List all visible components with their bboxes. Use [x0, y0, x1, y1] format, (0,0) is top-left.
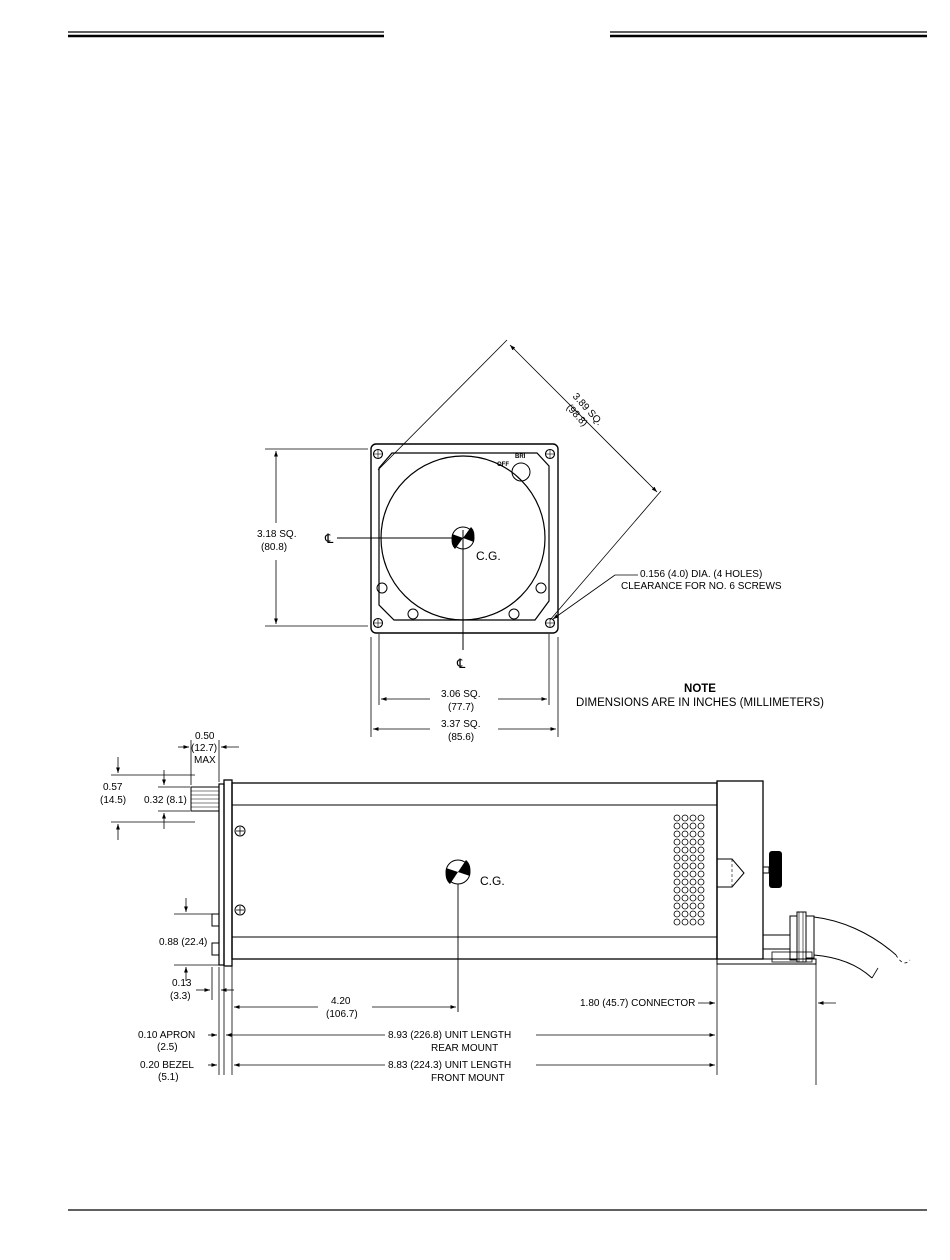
rear-length-1: 8.93 (226.8) UNIT LENGTH [388, 1030, 511, 1041]
cg-label-front: C.G. [476, 549, 501, 563]
inner-width-top: 3.06 SQ. [441, 689, 480, 700]
rear-connector-housing [716, 780, 764, 960]
vent-holes [673, 814, 705, 926]
note-text: DIMENSIONS ARE IN INCHES (MILLIMETERS) [576, 697, 824, 709]
outer-width-top: 3.37 SQ. [441, 719, 480, 730]
knob-outer-1: 0.57 [103, 782, 123, 793]
header-rules [68, 31, 927, 38]
bezel-1: 0.20 BEZEL [140, 1060, 194, 1071]
front-view: OFF BRI ℄ ℄ C.G. [324, 443, 559, 671]
side-view-dimensions: 0.50 (12.7) MAX 0.57 (14.5) 0.32 (8.1) 0… [100, 731, 836, 1085]
knob-dia: 0.32 (8.1) [144, 795, 187, 806]
apron-1: 0.10 APRON [138, 1030, 195, 1041]
cg-label-side: C.G. [480, 874, 505, 888]
bezel-thk-2: (3.3) [170, 991, 191, 1002]
dial-screws [376, 582, 547, 620]
centerline-symbol-h: ℄ [324, 531, 334, 546]
inner-width-bottom: (77.7) [448, 702, 474, 713]
knob-bri-label: BRI [515, 454, 526, 460]
knob-shaft [190, 786, 220, 812]
side-screws [234, 825, 246, 916]
note-title: NOTE [684, 683, 716, 695]
brightness-knob [511, 462, 531, 482]
side-view: C.G. [190, 779, 911, 1012]
cg-dist-2: (106.7) [326, 1009, 358, 1020]
bezel-2: (5.1) [158, 1072, 179, 1083]
cg-symbol-side [445, 859, 471, 885]
centerline-symbol-v: ℄ [456, 656, 466, 671]
knob-outer-2: (14.5) [100, 795, 126, 806]
side-bezel-plate [223, 779, 233, 967]
knob-length-1: 0.50 [195, 731, 215, 742]
lower-gap-dim: 0.88 (22.4) [159, 937, 207, 948]
connector-dim: 1.80 (45.7) CONNECTOR [580, 998, 695, 1009]
thumb-screw [762, 851, 782, 888]
outer-width-bottom: (85.6) [448, 732, 474, 743]
cable-connector [763, 911, 911, 979]
front-length-2: FRONT MOUNT [431, 1073, 505, 1084]
knob-off-label: OFF [497, 462, 509, 468]
height-dim-bottom: (80.8) [261, 542, 287, 553]
front-length-1: 8.83 (224.3) UNIT LENGTH [388, 1060, 511, 1071]
rear-length-2: REAR MOUNT [431, 1043, 498, 1054]
hole-callout-line1: 0.156 (4.0) DIA. (4 HOLES) [640, 569, 762, 580]
apron-2: (2.5) [157, 1042, 178, 1053]
knob-length-2: (12.7) [191, 743, 217, 754]
bezel-thk-1: 0.13 [172, 978, 192, 989]
cg-dist-1: 4.20 [331, 996, 351, 1007]
unit-body [231, 782, 718, 960]
knob-length-3: MAX [194, 755, 216, 766]
hole-callout-line2: CLEARANCE FOR NO. 6 SCREWS [621, 581, 782, 592]
cg-symbol-front [451, 526, 475, 550]
side-bezel-front [218, 783, 225, 966]
height-dim-top: 3.18 SQ. [257, 529, 296, 540]
